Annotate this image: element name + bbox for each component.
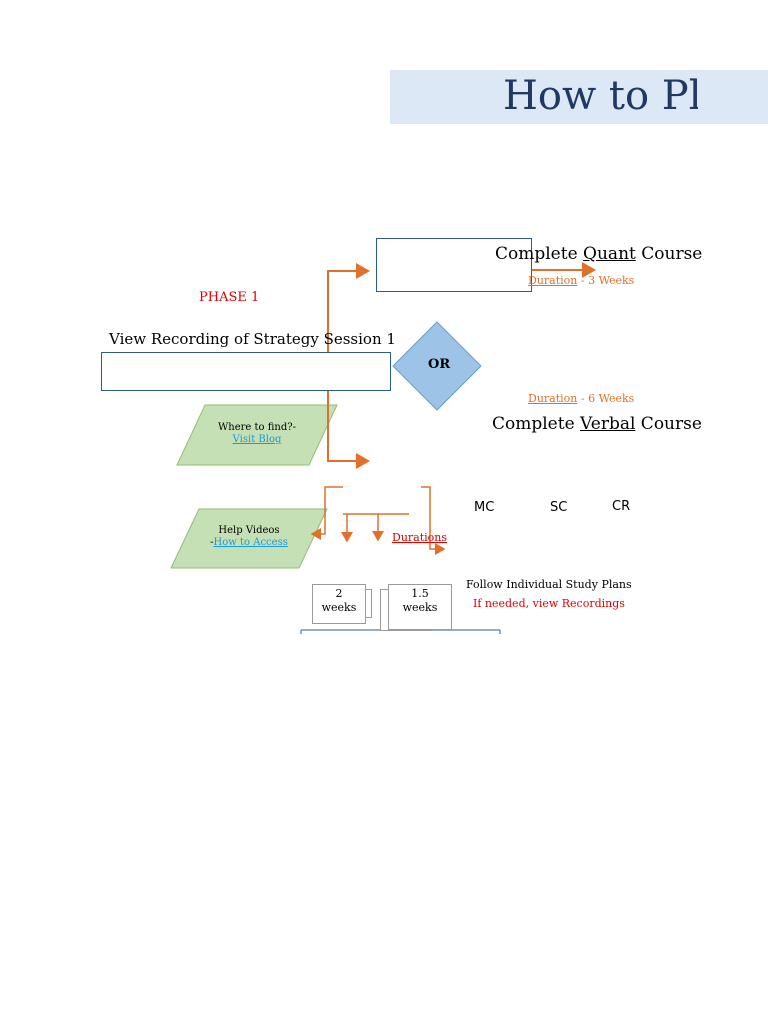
quant-box: [376, 238, 532, 292]
quant-subject: Quant: [583, 244, 636, 264]
quant-title: Complete Quant Course: [495, 244, 702, 264]
verbal-duration: Duration - 6 Weeks: [528, 392, 634, 405]
quant-duration: Duration - 3 Weeks: [528, 274, 634, 287]
where-to-find-text: Where to find?- Visit Blog: [200, 422, 314, 446]
section-sc: SC: [550, 500, 568, 515]
quant-prefix: Complete: [495, 244, 584, 264]
duration-card-1: 2 weeks: [312, 584, 366, 624]
help-videos-label: Help Videos: [218, 525, 280, 536]
verbal-title: Complete Verbal Course: [492, 414, 702, 434]
verbal-subject: Verbal: [580, 414, 636, 434]
verbal-suffix: Course: [635, 414, 702, 434]
durations-label: Durations: [392, 531, 448, 544]
where-to-find-shape: [176, 404, 338, 466]
card-1-value: 2: [335, 587, 343, 600]
or-label: OR: [428, 357, 451, 372]
quant-duration-word: Duration: [528, 274, 578, 287]
section-mc: MC: [474, 500, 495, 515]
page-title: How to Pla: [503, 73, 698, 119]
where-to-find-label: Where to find?-: [218, 422, 296, 433]
help-videos-shape: [170, 508, 328, 569]
card-2-value: 1.5: [411, 587, 429, 600]
visit-blog-link[interactable]: Visit Blog: [232, 434, 282, 445]
verbal-duration-word: Duration: [528, 392, 578, 405]
verbal-bracket: [310, 486, 343, 540]
study-plans-text: Follow Individual Study Plans: [466, 578, 632, 591]
duration-card-2: 1.5 weeks: [388, 584, 452, 630]
quant-duration-value: - 3 Weeks: [577, 274, 635, 287]
quant-suffix: Course: [635, 244, 703, 264]
verbal-bracket-right: [421, 486, 446, 555]
strategy-label: View Recording of Strategy Session 1: [109, 330, 396, 348]
phase-label: PHASE 1: [199, 290, 260, 305]
card-2-unit: weeks: [402, 601, 438, 614]
or-diamond: [392, 321, 482, 411]
how-to-access-link[interactable]: How to Access: [213, 537, 288, 548]
help-videos-text: Help Videos -How to Access: [192, 525, 306, 549]
section-cr: CR: [612, 499, 631, 514]
strategy-box: [101, 352, 391, 391]
verbal-prefix: Complete: [492, 414, 581, 434]
help-videos-dash: -: [210, 537, 214, 548]
card-1-unit: weeks: [321, 601, 357, 614]
verbal-duration-value: - 6 Weeks: [577, 392, 635, 405]
title-band: How to Pla: [390, 70, 768, 124]
recordings-note: If needed, view Recordings: [473, 597, 625, 610]
